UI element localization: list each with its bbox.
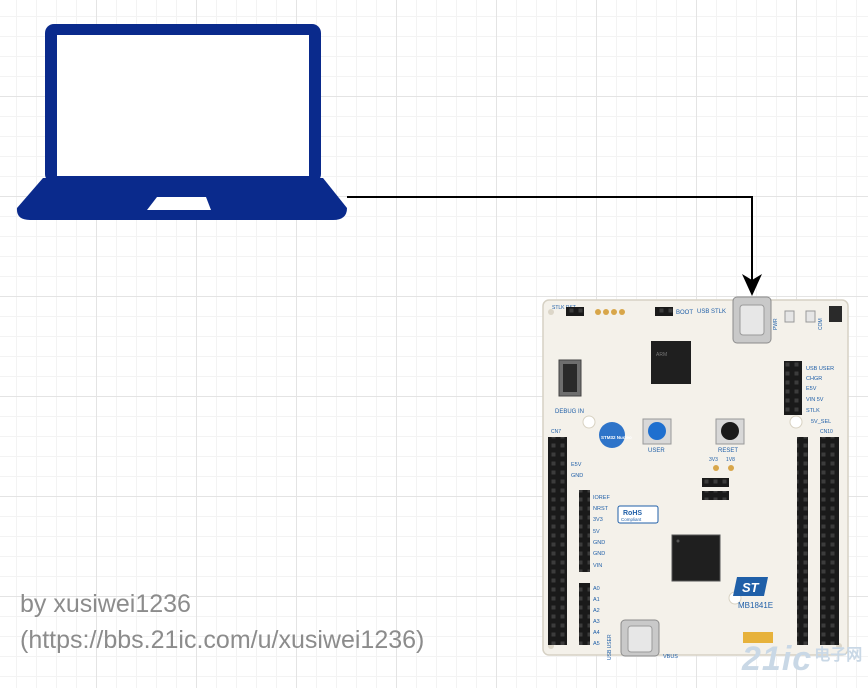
right-pin-label: CHGR xyxy=(806,376,822,382)
mounting-hole xyxy=(789,415,803,429)
rohs-sub-label: Compliant xyxy=(621,517,642,522)
arduino-analog-header xyxy=(579,583,590,645)
arduino-power-header xyxy=(579,490,590,572)
power-select-header xyxy=(784,361,802,415)
cn10-header xyxy=(820,437,839,645)
svg-text:ARM: ARM xyxy=(656,352,667,358)
left-pin-label: NRST xyxy=(593,506,609,512)
left-pin-label: 3V3 xyxy=(593,517,603,523)
analog-pin-label: A2 xyxy=(593,608,600,614)
pwr-led xyxy=(784,310,795,323)
usb-connection-arrow xyxy=(347,196,762,296)
svg-text:ST: ST xyxy=(742,580,760,595)
board-model-label: MB1841E xyxy=(738,601,773,610)
stlink-mcu-chip xyxy=(651,341,691,384)
stlk-rst-label: STLK RST xyxy=(552,305,576,311)
jumper-label: 3V3 xyxy=(709,457,718,463)
jumper-label: 1V8 xyxy=(726,457,735,463)
com-led xyxy=(805,310,816,323)
arduino-digital-header xyxy=(797,437,808,645)
boot-label: BOOT xyxy=(676,310,693,316)
rohs-label: RoHS xyxy=(623,510,642,517)
right-pin-label: E5V xyxy=(806,386,817,392)
cn7-header xyxy=(548,437,567,645)
left-pin-label: GND xyxy=(571,473,583,479)
com-label: COM xyxy=(818,318,824,330)
author-credit: by xusiwei1236 xyxy=(20,590,191,618)
st-logo-icon: ST xyxy=(733,577,768,596)
laptop-icon xyxy=(16,24,347,220)
reset-button-label: RESET xyxy=(718,448,738,454)
user-button-label: USER xyxy=(648,448,665,454)
stlk-rst-header xyxy=(566,307,584,316)
target-mcu-chip xyxy=(671,534,721,582)
cn10-label: CN10 xyxy=(820,429,833,435)
mounting-hole xyxy=(582,415,596,429)
vbus-label: VBUS xyxy=(663,654,678,660)
analog-pin-label: A4 xyxy=(593,630,600,636)
author-url: (https://bbs.21ic.com/u/xusiwei1236) xyxy=(20,626,425,654)
nucleo-label: STM32 Nucleo xyxy=(601,435,632,440)
left-pin-label: IOREF xyxy=(593,495,610,501)
left-pin-label: GND xyxy=(593,551,605,557)
user-button xyxy=(648,422,666,440)
site-logo-text: 21ic xyxy=(742,640,813,678)
analog-pin-label: A1 xyxy=(593,597,600,603)
analog-pin-label: A5 xyxy=(593,641,600,647)
left-pin-label: E5V xyxy=(571,462,582,468)
debug-label: DEBUG IN xyxy=(555,409,584,415)
pwr-label: PWR xyxy=(773,318,779,330)
analog-pin-label: A0 xyxy=(593,586,600,592)
left-pin-label: VIN xyxy=(593,563,602,569)
boot-header xyxy=(655,307,673,316)
sel-label: 5V_SEL xyxy=(811,419,831,425)
analog-pin-label: A3 xyxy=(593,619,600,625)
mounting-hole xyxy=(548,309,554,315)
nucleo-board: USB STLK STLK RST BOOT PWR COM ARM DEBUG… xyxy=(542,296,849,660)
cn7-label: CN7 xyxy=(551,429,561,435)
nucleo-logo xyxy=(599,422,625,448)
left-pin-label: GND xyxy=(593,540,605,546)
left-pin-label: 5V xyxy=(593,529,600,535)
right-pin-label: VIN 5V xyxy=(806,397,824,403)
right-pin-label: STLK xyxy=(806,408,820,414)
usb-user-label: USB USER xyxy=(607,634,613,660)
right-pin-label: USB USER xyxy=(806,366,834,372)
usb-stlk-label: USB STLK xyxy=(697,309,726,315)
site-logo-cn: 电子网 xyxy=(814,647,863,664)
reset-button xyxy=(721,422,739,440)
